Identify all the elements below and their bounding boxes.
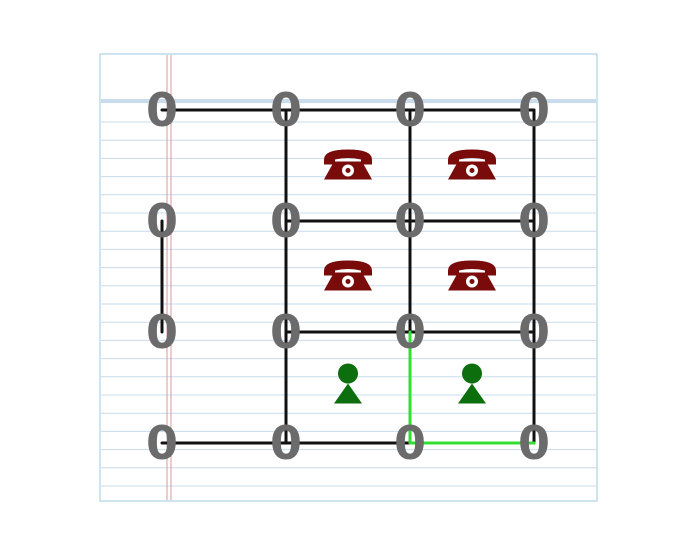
grid-node[interactable]: 0 [270,416,302,470]
grid-node[interactable]: 0 [270,83,302,137]
telephone-icon [448,260,496,291]
grid-node[interactable]: 0 [518,194,550,248]
grid-node[interactable]: 0 [394,305,426,359]
player-pawn-icon [458,363,486,404]
grid-node[interactable]: 0 [146,83,178,137]
grid-node[interactable]: 0 [270,305,302,359]
boxes-layer [324,149,496,404]
grid-node[interactable]: 0 [394,194,426,248]
grid-node[interactable]: 0 [146,305,178,359]
grid-node[interactable]: 0 [270,194,302,248]
telephone-icon [448,149,496,180]
telephone-icon [324,260,372,291]
paper-header-rule [101,99,596,103]
grid-node[interactable]: 0 [518,305,550,359]
grid-node[interactable]: 0 [518,83,550,137]
telephone-icon [324,149,372,180]
player-pawn-icon [334,363,362,404]
grid-node[interactable]: 0 [394,83,426,137]
grid-node[interactable]: 0 [146,194,178,248]
nodes-layer: 0 0 0 0 0 0 0 0 0 0 0 0 0 0 0 0 [146,83,550,470]
grid-node[interactable]: 0 [518,416,550,470]
grid-node[interactable]: 0 [146,416,178,470]
edges-layer [160,108,536,445]
notebook-paper [99,53,598,502]
grid-node[interactable]: 0 [394,416,426,470]
